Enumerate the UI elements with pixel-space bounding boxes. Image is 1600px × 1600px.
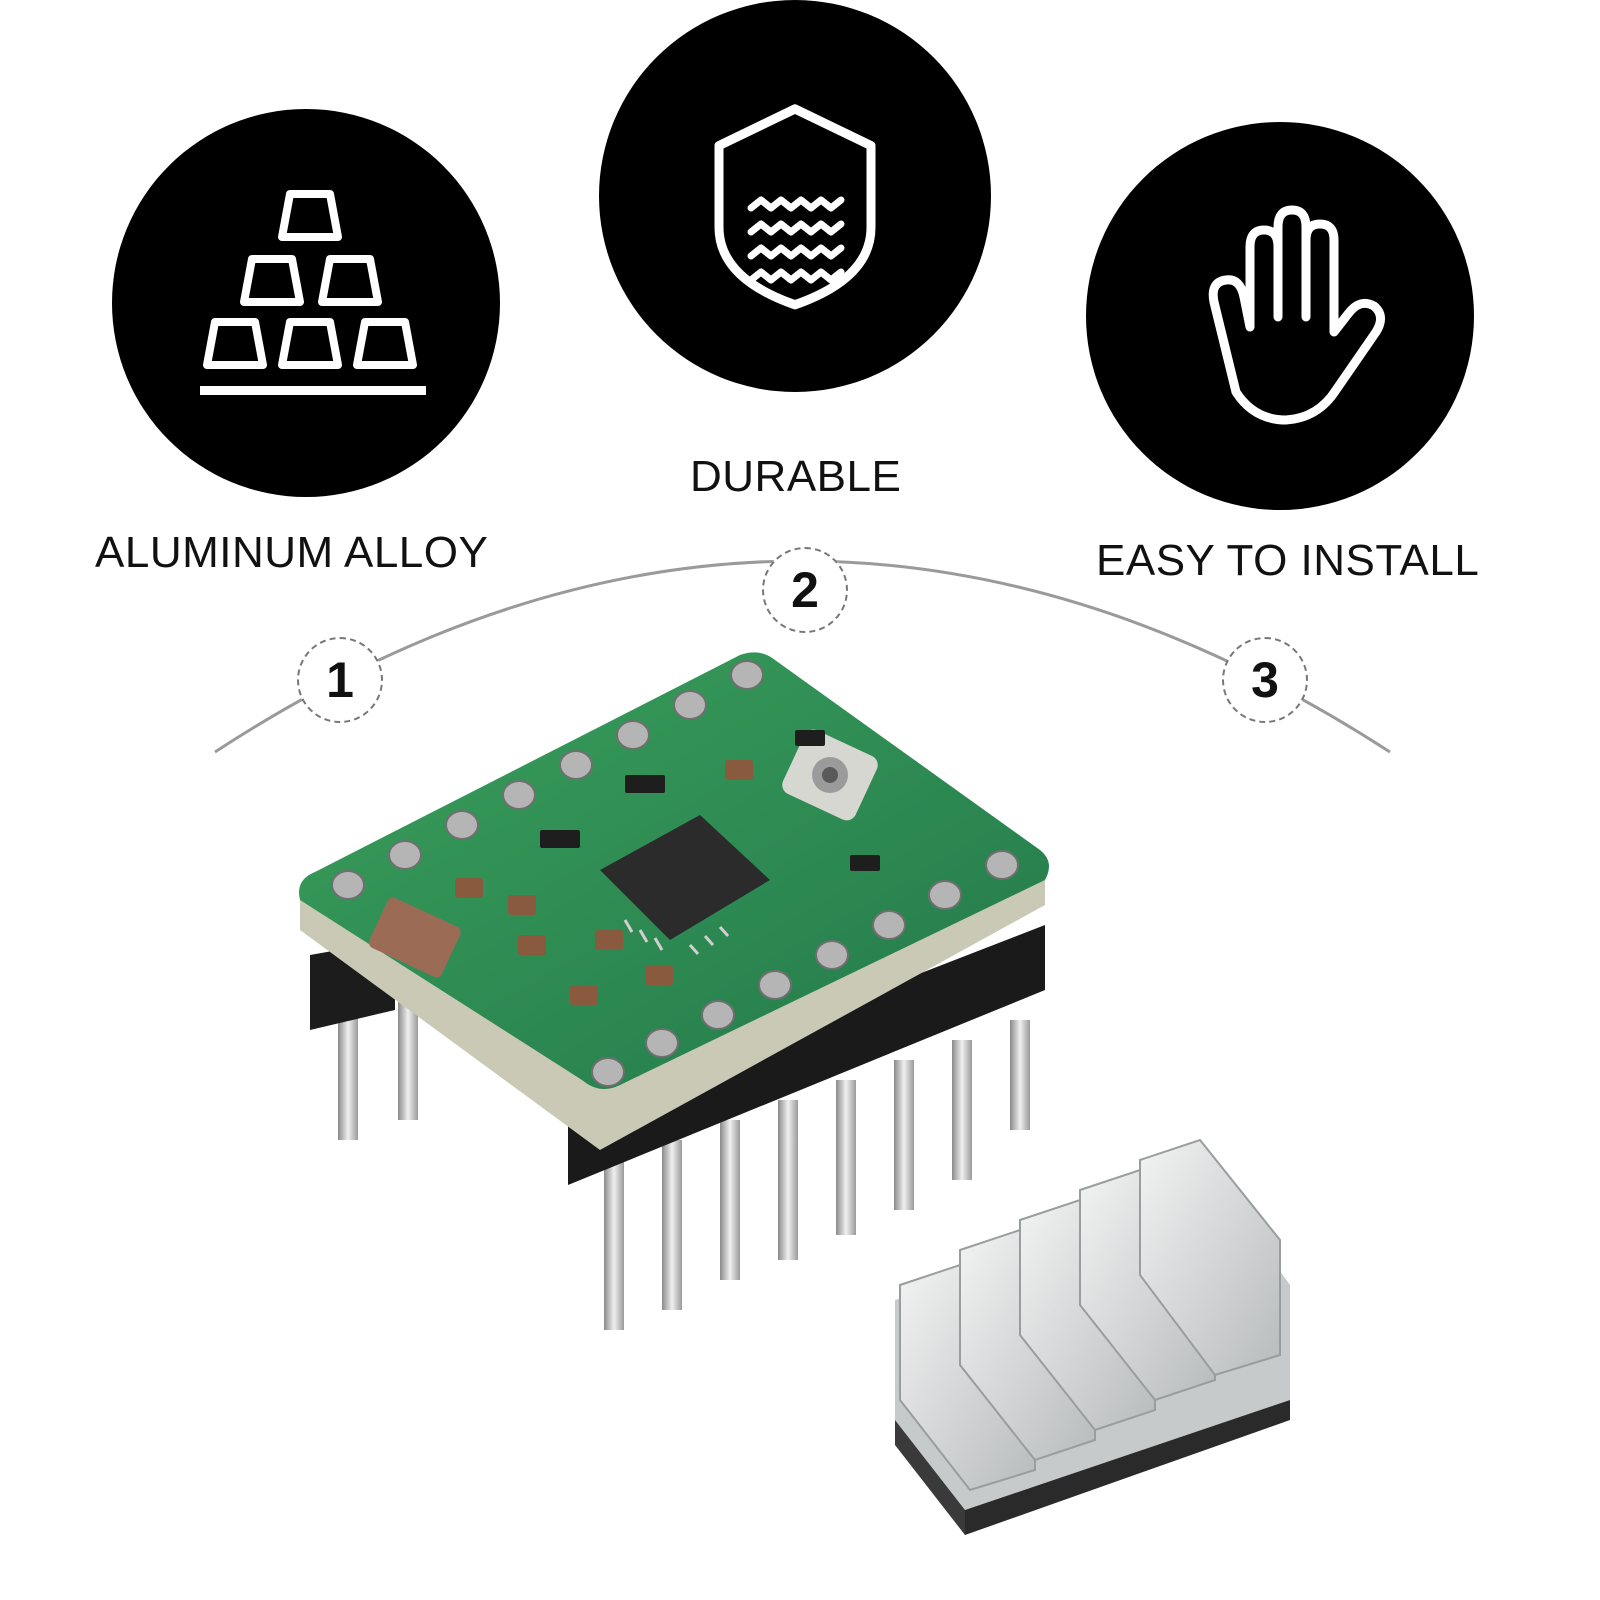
step-badge-3: 3 bbox=[1222, 637, 1308, 723]
driver-board bbox=[299, 652, 1049, 1330]
shield-waves-icon bbox=[714, 104, 876, 310]
feature-circle-aluminum bbox=[112, 109, 500, 497]
feature-label-install: EASY TO INSTALL bbox=[1096, 536, 1480, 585]
heatsink bbox=[895, 1138, 1290, 1535]
hand-icon bbox=[1208, 205, 1385, 425]
board-pins bbox=[338, 1000, 1030, 1330]
feature-label-aluminum: ALUMINUM ALLOY bbox=[95, 528, 489, 577]
feature-label-durable: DURABLE bbox=[690, 452, 902, 501]
gold-bars-icon bbox=[200, 190, 426, 395]
feature-circle-durable bbox=[599, 0, 991, 392]
step-badge-1: 1 bbox=[297, 637, 383, 723]
step-badge-2: 2 bbox=[762, 547, 848, 633]
feature-circle-install bbox=[1086, 122, 1474, 510]
